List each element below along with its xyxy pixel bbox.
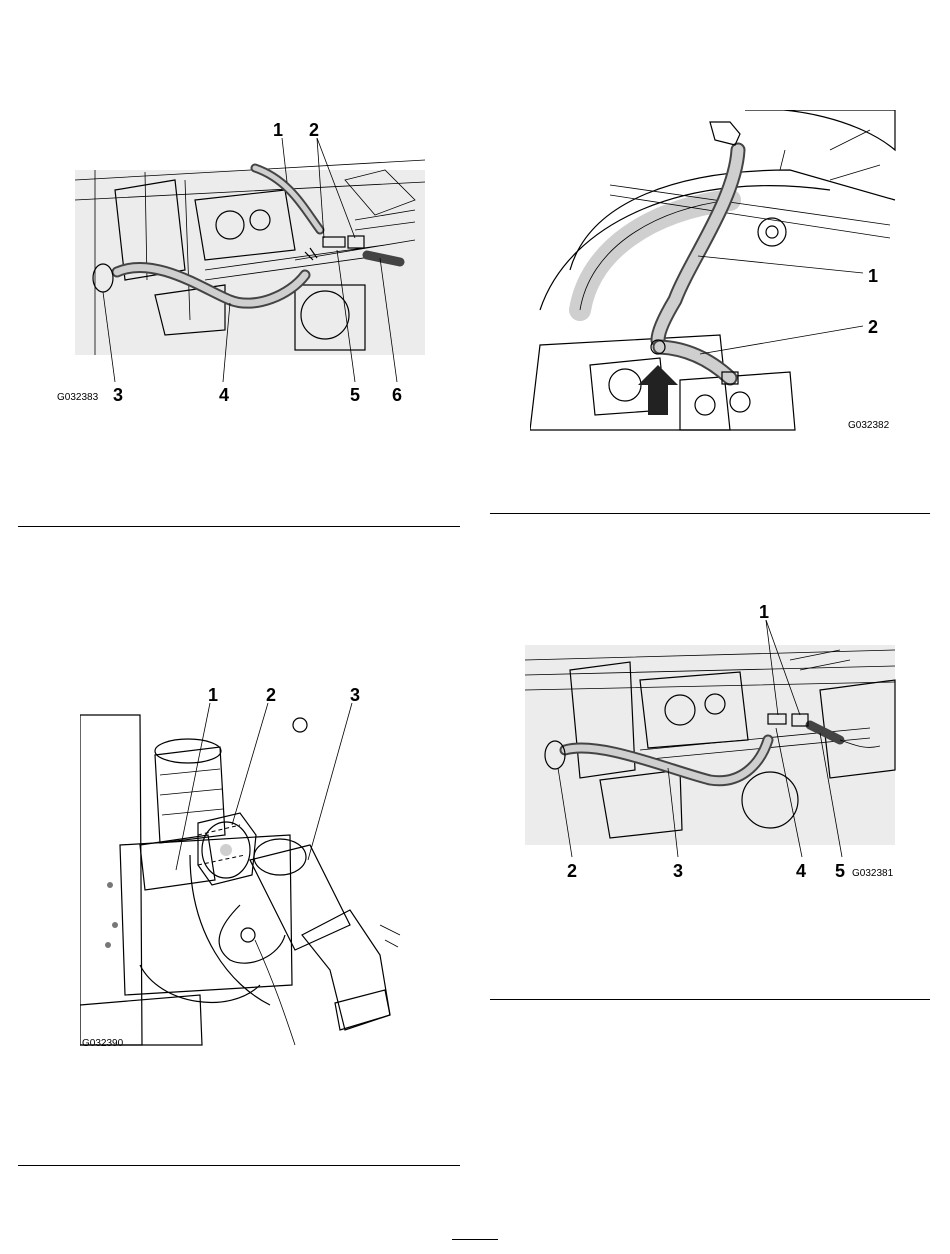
figure-c-callout-3: 3 — [350, 685, 360, 705]
figure-b-machinery — [530, 110, 900, 430]
figure-b-callout-2: 2 — [868, 317, 878, 337]
figure-a-callout-1: 1 — [273, 120, 283, 140]
figure-a-illustration: 1 2 3 4 5 6 G032383 — [55, 120, 430, 410]
figure-d-callout-5: 5 — [835, 861, 845, 881]
figure-b-illustration: 1 2 G032382 — [530, 110, 905, 435]
figure-hose-routing-a: 1 2 3 4 5 6 G032383 — [55, 120, 430, 410]
figure-d-callout-2: 2 — [567, 861, 577, 881]
figure-filter-assembly-c: 1 2 3 G032390 — [80, 685, 425, 1050]
figure-b-divider — [490, 513, 930, 514]
figure-a-callout-3: 3 — [113, 385, 123, 405]
figure-d-divider — [490, 999, 930, 1000]
figure-c-callout-1: 1 — [208, 685, 218, 705]
figure-d-callout-3: 3 — [673, 861, 683, 881]
page-footer-rule — [452, 1239, 498, 1240]
figure-c-graphic-id: G032390 — [82, 1038, 124, 1049]
figure-d-graphic-id: G032381 — [852, 868, 894, 879]
figure-a-divider — [18, 526, 460, 527]
figure-b-callout-1: 1 — [868, 266, 878, 286]
figure-d-illustration: 1 2 3 4 5 G032381 — [520, 600, 905, 890]
figure-a-callout-5: 5 — [350, 385, 360, 405]
figure-hose-routing-d: 1 2 3 4 5 G032381 — [520, 600, 905, 890]
figure-d-callout-4: 4 — [796, 861, 806, 881]
figure-a-callout-6: 6 — [392, 385, 402, 405]
figure-c-divider — [18, 1165, 460, 1166]
figure-a-callout-4: 4 — [219, 385, 229, 405]
figure-b-graphic-id: G032382 — [848, 420, 890, 431]
figure-a-graphic-id: G032383 — [57, 392, 99, 403]
figure-c-illustration: 1 2 3 G032390 — [80, 685, 425, 1050]
figure-hose-routing-b: 1 2 G032382 — [530, 110, 905, 435]
figure-c-machinery — [80, 713, 410, 1045]
figure-d-callout-1: 1 — [759, 602, 769, 622]
figure-a-callout-2: 2 — [309, 120, 319, 140]
figure-c-callout-2: 2 — [266, 685, 276, 705]
